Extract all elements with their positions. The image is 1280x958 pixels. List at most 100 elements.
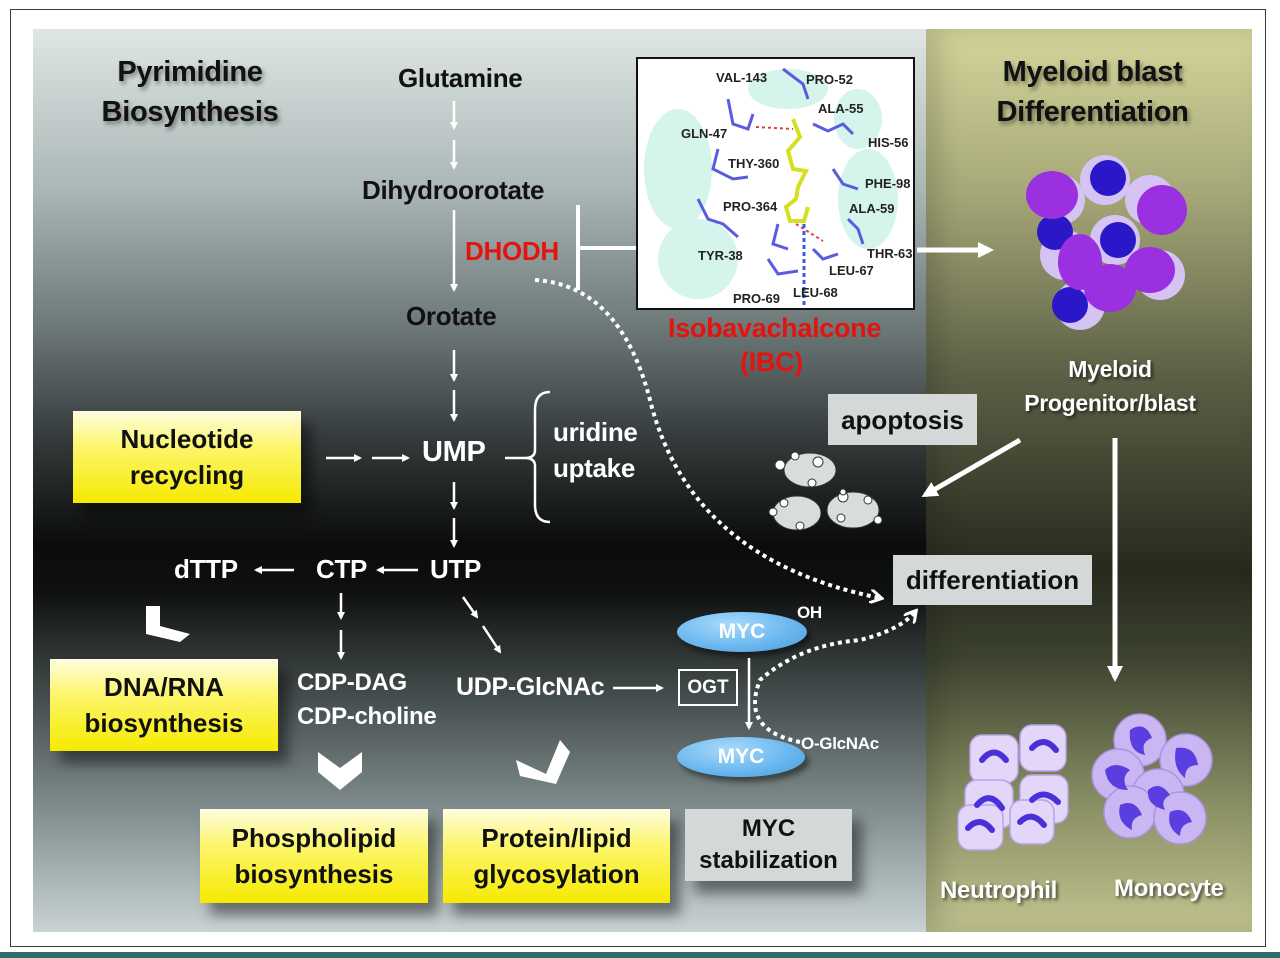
neutrophil-label: Neutrophil [940,877,1057,904]
phospholipid-line: Phospholipid [231,823,397,853]
neutrophil-cell [1019,724,1067,772]
uridine-line: uridine [553,417,638,447]
blast-nucleus [1090,160,1126,196]
chevron-arrow-udpglcnac [516,740,570,784]
phospholipid-biosynthesis-line: biosynthesis [234,859,394,889]
progenitor-label: Myeloid Progenitor/blast [1020,352,1200,420]
arrow-utp-step1 [461,596,479,619]
uridine-bracket [505,390,551,524]
residue-stick [726,98,755,131]
residue-label: ALA-55 [818,101,864,116]
docking-structure-inset: VAL-143 PRO-52 ALA-55 GLN-47 HIS-56 THY-… [636,57,915,310]
stabilization-line: stabilization [699,847,838,874]
uptake-line: uptake [553,453,636,483]
blast-cytoplasm [1084,264,1136,312]
inhibitor-name: Isobavachalcone [668,313,882,343]
glycosylation-box: Protein/lipid glycosylation [443,809,670,903]
glycosylation-line: glycosylation [473,859,640,889]
ligand-ibc [783,118,810,223]
dttp-label: dTTP [174,554,238,584]
left-title: Pyrimidine Biosynthesis [95,52,285,132]
residue-label: ALA-59 [849,201,895,216]
ogt-box: OGT [678,669,738,706]
myc-line: MYC [741,815,796,842]
recycling-line: recycling [129,460,245,490]
cdp-labels: CDP-DAG CDP-choline [297,666,437,734]
blast-cytoplasm [1026,171,1078,219]
arrow-utp-step2 [481,625,502,654]
myc-stabilization-box: MYC stabilization [685,809,852,881]
residue-stick [696,198,739,239]
residue-label: GLN-47 [681,126,728,141]
cdp-choline-label: CDP-choline [297,703,437,730]
oh-modification-label: OH [797,603,822,622]
residue-label: PRO-364 [723,199,778,214]
dotted-arrow-myc-to-differentiation [753,612,915,744]
neutrophil-cell [1009,799,1055,845]
o-glcnac-modification-label: O-GlcNAc [801,734,879,753]
myc-hydroxyl-ellipse: MYC [677,612,807,652]
hydrogen-bond [755,126,794,130]
protein-lipid-line: Protein/lipid [481,823,632,853]
residue-label: HIS-56 [868,135,909,150]
apoptosis-box: apoptosis [828,394,977,445]
differentiation-box: differentiation [893,555,1092,605]
dihydroorotate-label: Dihydroorotate [362,175,545,205]
blast-cytoplasm [1125,247,1175,293]
helix-ribbon [834,89,882,149]
dotted-arrow-dhodh-to-differentiation [534,278,880,598]
orotate-label: Orotate [406,301,497,331]
residue-stick [812,122,855,136]
apoptotic-cells [768,451,883,531]
phospholipid-biosynthesis-box: Phospholipid biosynthesis [200,809,428,903]
blast-nucleus [1052,287,1088,323]
residue-label: TYR-38 [698,248,743,263]
blast-nucleus [1100,222,1136,258]
docking-structure-graphic [644,67,898,307]
residue-label: THR-63 [867,246,913,261]
dna-rna-line: DNA/RNA [104,672,224,702]
residue-stick [831,168,859,191]
inhibitor-abbreviation: (IBC) [740,347,803,377]
neutrophil-cluster [957,724,1069,851]
residue-stick [766,258,799,276]
blast-cytoplasm [1137,185,1187,235]
dhodh-enzyme-label: DHODH [465,236,559,266]
chevron-arrow-cdp [318,752,362,790]
right-title-line1: Myeloid blast [1002,56,1183,88]
residue-label: PHE-98 [865,176,911,191]
residue-label: PRO-69 [733,291,780,306]
helix-ribbon [644,109,712,229]
progenitor-blast-line: Progenitor/blast [1024,390,1196,416]
ctp-label: CTP [316,554,368,584]
residue-stick [782,67,810,100]
cdp-dag-label: CDP-DAG [297,669,407,696]
ump-label: UMP [422,436,486,468]
myeloid-blast-cluster [1026,155,1187,330]
residue-stick [771,223,789,251]
residue-label: LEU-68 [793,285,838,300]
glutamine-label: Glutamine [398,63,523,93]
residue-label: VAL-143 [716,70,768,85]
residue-stick [846,217,865,245]
bottom-accent-bar [0,952,1280,958]
residue-label: THY-360 [728,156,780,171]
helix-ribbon [658,219,738,299]
hydrogen-bond [795,223,824,242]
utp-label: UTP [430,554,482,584]
myeloid-line: Myeloid [1068,356,1152,382]
right-title: Myeloid blast Differentiation [975,52,1210,132]
right-title-line2: Differentiation [996,96,1189,128]
residue-stick [711,148,749,181]
neutrophil-cell [969,734,1019,784]
neutrophil-cell [957,804,1004,851]
residue-stick [811,247,839,261]
left-title-line2: Biosynthesis [101,96,279,128]
blast-nucleus [1037,214,1073,250]
uridine-uptake-label: uridine uptake [553,414,638,486]
arrow-blast-to-apoptosis [921,437,1022,498]
nucleotide-line: Nucleotide [120,424,254,454]
myc-glcnac-ellipse: MYC [677,737,805,777]
